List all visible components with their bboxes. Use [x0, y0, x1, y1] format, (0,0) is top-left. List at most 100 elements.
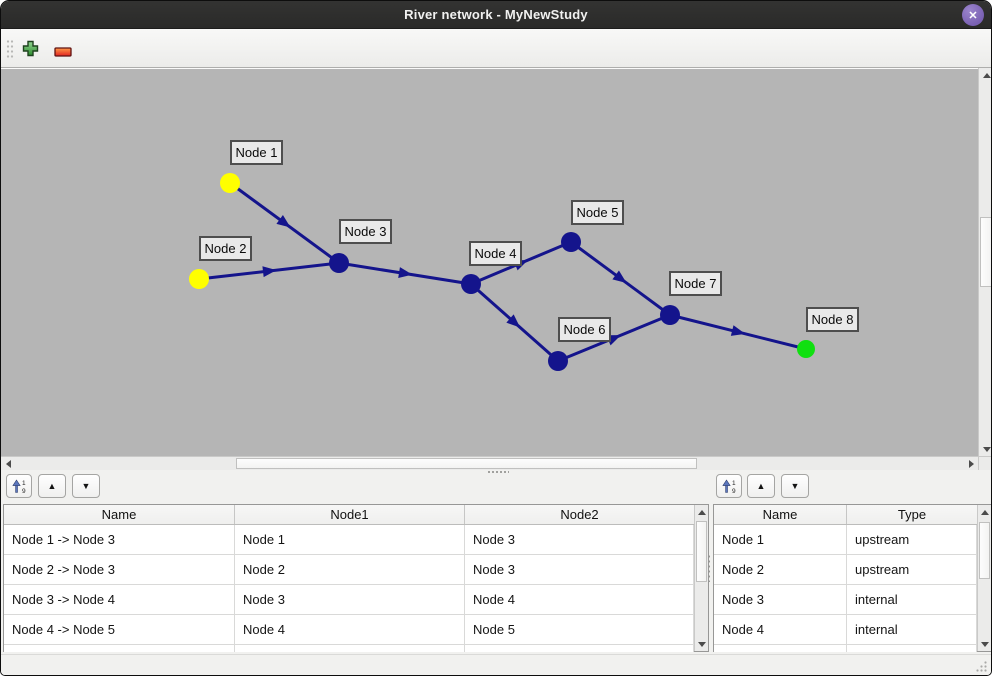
scroll-up-button[interactable]	[980, 68, 991, 82]
close-button[interactable]: ✕	[962, 4, 984, 26]
table-cell[interactable]: Node 3	[714, 585, 847, 614]
column-header-type[interactable]: Type	[897, 507, 927, 522]
resize-grip-icon[interactable]	[975, 660, 988, 673]
links-move-up-button[interactable]: ▲	[38, 474, 66, 498]
window-title: River network - MyNewStudy	[404, 7, 588, 22]
links-table-header: Name Node1 Node2	[4, 505, 694, 525]
scroll-down-button[interactable]	[980, 442, 991, 456]
table-cell[interactable]: upstream	[847, 555, 977, 584]
edge-arrowhead-icon	[506, 314, 521, 328]
node-label-text: Node 5	[577, 205, 619, 220]
table-scroll-thumb[interactable]	[696, 521, 707, 582]
table-cell[interactable]: Node 4	[465, 585, 694, 614]
canvas-vertical-scrollbar[interactable]	[978, 68, 991, 456]
table-cell[interactable]: Node 4 -> Node 5	[4, 615, 235, 644]
table-cell[interactable]: internal	[847, 615, 977, 644]
node-circle[interactable]	[561, 232, 581, 252]
node-label-box[interactable]	[806, 307, 859, 332]
table-cell[interactable]: Node 3	[465, 555, 694, 584]
table-cell[interactable]: Node 4	[235, 615, 465, 644]
scroll-left-button[interactable]	[1, 457, 15, 471]
node-circle[interactable]	[189, 269, 209, 289]
node-circle[interactable]	[548, 351, 568, 371]
triangle-down-icon	[981, 641, 989, 647]
nodes-table-scrollbar[interactable]	[977, 505, 991, 651]
toolbar-grip-icon[interactable]	[6, 39, 14, 59]
sort-ascending-icon: 1 9	[11, 478, 26, 494]
node-circle[interactable]	[660, 305, 680, 325]
canvas-horizontal-scrollbar[interactable]	[1, 456, 978, 470]
node-label-box[interactable]	[558, 317, 611, 342]
node-circle[interactable]	[220, 173, 240, 193]
table-scroll-thumb[interactable]	[979, 522, 990, 579]
node-label-box[interactable]	[339, 219, 392, 244]
scroll-down-button[interactable]	[978, 637, 991, 651]
links-sort-button[interactable]: 1 9	[6, 474, 32, 498]
table-cell[interactable]: Node 1 -> Node 3	[4, 525, 235, 554]
svg-text:1: 1	[22, 480, 26, 487]
table-cell[interactable]: Node 2	[235, 555, 465, 584]
scroll-up-button[interactable]	[695, 505, 709, 519]
table-cell	[235, 645, 465, 652]
add-link-button[interactable]	[22, 40, 39, 57]
remove-link-button[interactable]	[54, 44, 72, 57]
node-label-box[interactable]	[469, 241, 522, 266]
triangle-up-icon	[698, 509, 706, 515]
nodes-sort-button[interactable]: 1 9	[716, 474, 742, 498]
node-circle[interactable]	[461, 274, 481, 294]
column-header-name[interactable]: Name	[714, 505, 847, 524]
table-cell[interactable]: Node 1	[714, 525, 847, 554]
node-label-text: Node 6	[564, 322, 606, 337]
node-circle[interactable]	[797, 340, 815, 358]
node-label-box[interactable]	[230, 140, 283, 165]
titlebar[interactable]: River network - MyNewStudy ✕	[1, 1, 991, 29]
scroll-up-button[interactable]	[978, 505, 991, 519]
edge-arrowhead-icon	[730, 325, 746, 336]
table-cell[interactable]: Node 3 -> Node 4	[4, 585, 235, 614]
node-label-box[interactable]	[571, 200, 624, 225]
nodes-move-up-button[interactable]: ▲	[747, 474, 775, 498]
move-down-icon: ▼	[790, 480, 800, 491]
vertical-scroll-thumb[interactable]	[980, 217, 991, 287]
svg-text:9: 9	[732, 488, 736, 494]
scrollbar-corner	[978, 456, 991, 470]
table-cell[interactable]: Node 1	[235, 525, 465, 554]
table-cell[interactable]: Node 3	[465, 525, 694, 554]
links-table-scrollbar[interactable]	[694, 505, 708, 651]
scroll-right-button[interactable]	[964, 457, 978, 471]
table-cell[interactable]: Node 4	[714, 615, 847, 644]
links-move-down-button[interactable]: ▼	[72, 474, 100, 498]
table-cell[interactable]: Node 2	[714, 555, 847, 584]
scroll-down-button[interactable]	[695, 637, 709, 651]
node-circle[interactable]	[329, 253, 349, 273]
vertical-splitter-handle[interactable]	[707, 554, 712, 582]
triangle-down-icon	[698, 641, 706, 647]
table-cell[interactable]: Node 5	[465, 615, 694, 644]
node-label-box[interactable]	[199, 236, 252, 261]
table-cell[interactable]: upstream	[847, 525, 977, 554]
column-header-node2[interactable]: Node2	[560, 507, 599, 522]
node-label-text: Node 3	[345, 224, 387, 239]
nodes-table-header: Name Type	[714, 505, 977, 525]
horizontal-scroll-thumb[interactable]	[236, 458, 697, 469]
node-label-text: Node 8	[812, 312, 854, 327]
column-header-node1[interactable]: Node1	[235, 505, 465, 524]
nodes-move-down-button[interactable]: ▼	[781, 474, 809, 498]
node-label-box[interactable]	[669, 271, 722, 296]
column-header-name[interactable]: Name	[4, 505, 235, 524]
table-cell[interactable]: Node 3	[235, 585, 465, 614]
table-cell[interactable]: internal	[847, 585, 977, 614]
horizontal-splitter-handle[interactable]	[487, 470, 509, 474]
table-cell[interactable]: Node 2 -> Node 3	[4, 555, 235, 584]
